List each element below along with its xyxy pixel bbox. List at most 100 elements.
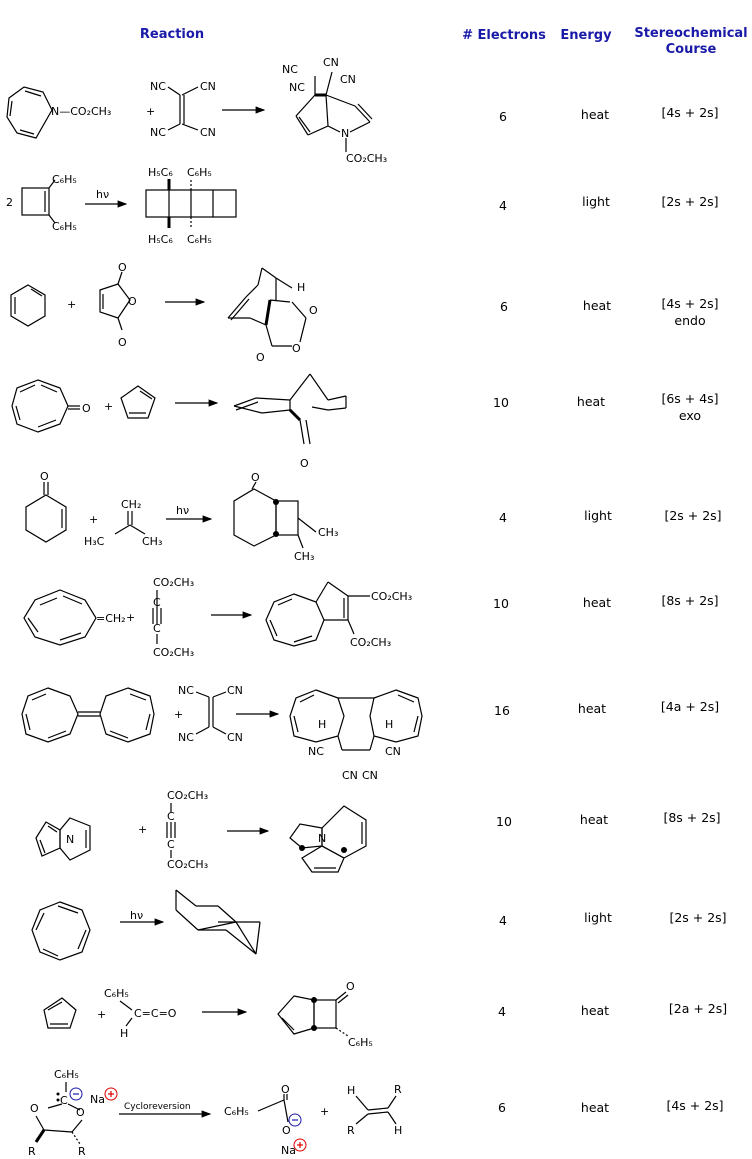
azepine-ring xyxy=(6,86,53,139)
svg-text:Cycloreversion: Cycloreversion xyxy=(124,1102,191,1112)
svg-text:NC: NC xyxy=(150,126,166,139)
svg-text:C₆H₅: C₆H₅ xyxy=(52,220,77,233)
row-8-reaction: N + CO₂CH₃ C C CO₂CH₃ N xyxy=(35,789,367,873)
svg-text:N: N xyxy=(341,127,349,140)
svg-text:CN: CN xyxy=(227,684,243,697)
svg-text:CN: CN xyxy=(323,56,339,69)
svg-text:NC: NC xyxy=(178,684,194,697)
svg-text:C₆H₅: C₆H₅ xyxy=(224,1105,249,1118)
header-energy: Energy xyxy=(560,28,612,43)
svg-text:hν: hν xyxy=(176,504,189,517)
header-reaction: Reaction xyxy=(139,27,205,42)
svg-text:NC: NC xyxy=(178,731,194,744)
electrons-row-2: 4 xyxy=(499,198,507,213)
course-row-10: [2a + 2s] xyxy=(668,1001,728,1016)
svg-text:=CH₂: =CH₂ xyxy=(96,612,126,625)
svg-text:N: N xyxy=(318,832,326,845)
row-6-reaction: =CH₂ + CO₂CH₃ C C CO₂CH₃ CO₂CH₃ CO₂CH₃ xyxy=(23,576,412,659)
course-row-5: [2s + 2s] xyxy=(664,508,722,523)
svg-text:O: O xyxy=(281,1083,290,1096)
svg-text:CO₂CH₃: CO₂CH₃ xyxy=(153,576,194,589)
course-row-4: [6s + 4s] xyxy=(661,391,719,406)
svg-text:Na: Na xyxy=(90,1093,105,1106)
row-9-reaction: hν xyxy=(31,889,261,961)
reaction-schemes: N—CO₂CH₃ + NC CN NC CN N CO₂CH₃ NC CN NC xyxy=(6,56,423,1158)
svg-text:H: H xyxy=(385,718,393,731)
row-5-reaction: O + CH₂ H₃C CH₃ hν O CH₃ CH₃ xyxy=(25,470,338,563)
row-4-reaction: O + O xyxy=(11,373,347,470)
svg-text:O: O xyxy=(82,402,91,415)
electrons-row-11: 6 xyxy=(498,1100,506,1115)
svg-text:C₆H₅: C₆H₅ xyxy=(187,233,212,246)
svg-text:R: R xyxy=(347,1124,355,1137)
row-10-reaction: + C₆H₅ C=C=O H O C₆H₅ xyxy=(43,980,373,1049)
header-course: Course xyxy=(665,42,717,57)
course-row-11: [4s + 2s] xyxy=(666,1098,724,1113)
svg-text:O: O xyxy=(76,1106,85,1119)
course-row-8: [8s + 2s] xyxy=(663,810,721,825)
svg-text:CH₃: CH₃ xyxy=(294,550,314,563)
svg-text:CH₃: CH₃ xyxy=(318,526,338,539)
electrons-row-4: 10 xyxy=(493,395,509,410)
header-electrons: # Electrons xyxy=(462,28,546,43)
course-row-1: [4s + 2s] xyxy=(661,105,719,120)
svg-text:Na: Na xyxy=(281,1144,296,1157)
svg-text:+: + xyxy=(67,298,76,311)
svg-text:H: H xyxy=(347,1084,355,1097)
svg-text:CO₂CH₃: CO₂CH₃ xyxy=(371,590,412,603)
svg-text:C=C=O: C=C=O xyxy=(134,1007,177,1020)
svg-text:CN: CN xyxy=(342,769,358,782)
electrons-row-8: 10 xyxy=(496,814,512,829)
energy-row-1: heat xyxy=(580,107,610,122)
electrons-row-5: 4 xyxy=(499,510,507,525)
svg-text:R: R xyxy=(28,1145,36,1158)
svg-text:H₅C₆: H₅C₆ xyxy=(148,166,173,179)
row-3-reaction: + O O O H O O O xyxy=(10,261,318,364)
svg-text:O: O xyxy=(309,304,318,317)
svg-text:H₅C₆: H₅C₆ xyxy=(148,233,173,246)
svg-text:+: + xyxy=(126,611,135,624)
svg-text:+: + xyxy=(320,1105,329,1118)
electrons-row-10: 4 xyxy=(498,1004,506,1019)
svg-text:H₃C: H₃C xyxy=(84,535,105,548)
energy-row-9: light xyxy=(584,910,612,925)
svg-text:C: C xyxy=(153,622,161,635)
svg-text:+: + xyxy=(138,823,147,836)
svg-text:C: C xyxy=(167,810,175,823)
svg-text:CN: CN xyxy=(362,769,378,782)
svg-text:hν: hν xyxy=(130,909,143,922)
svg-text:R: R xyxy=(394,1083,402,1096)
energy-row-11: heat xyxy=(580,1100,610,1115)
svg-text:O: O xyxy=(128,295,137,308)
svg-text:CO₂CH₃: CO₂CH₃ xyxy=(167,789,208,802)
row-11-reaction: C₆H₅ C O O R R Na Cycloreversion C₆H₅ O … xyxy=(28,1068,402,1158)
svg-text:CN: CN xyxy=(227,731,243,744)
svg-text:O: O xyxy=(282,1124,291,1137)
svg-text:+: + xyxy=(89,513,98,526)
azepine-n-label: N—CO₂CH₃ xyxy=(51,105,111,118)
course2-row-3: endo xyxy=(674,313,706,328)
svg-text:CN: CN xyxy=(385,745,401,758)
svg-text:O: O xyxy=(256,351,265,364)
course-row-9: [2s + 2s] xyxy=(669,910,727,925)
svg-text:C: C xyxy=(153,596,161,609)
svg-text:C₆H₅: C₆H₅ xyxy=(187,166,212,179)
svg-text:O: O xyxy=(346,980,355,993)
svg-text:+: + xyxy=(104,400,113,413)
electrons-row-6: 10 xyxy=(493,596,509,611)
course-row-3: [4s + 2s] xyxy=(661,296,719,311)
svg-text:C₆H₅: C₆H₅ xyxy=(52,173,77,186)
svg-text:C₆H₅: C₆H₅ xyxy=(54,1068,79,1081)
svg-text:2: 2 xyxy=(6,196,13,209)
svg-text:O: O xyxy=(30,1102,39,1115)
svg-text:NC: NC xyxy=(289,81,305,94)
course-row-7: [4a + 2s] xyxy=(660,699,720,714)
row-7-reaction: + NC CN NC CN H H NC CN CN CN xyxy=(21,684,423,782)
svg-text:CH₃: CH₃ xyxy=(142,535,162,548)
svg-text:O: O xyxy=(300,457,309,470)
plus-1: + xyxy=(146,105,155,118)
header-stereochemical: Stereochemical xyxy=(634,26,748,41)
svg-text:O: O xyxy=(118,336,127,349)
svg-text:H: H xyxy=(297,281,305,294)
electrons-row-9: 4 xyxy=(499,913,507,928)
